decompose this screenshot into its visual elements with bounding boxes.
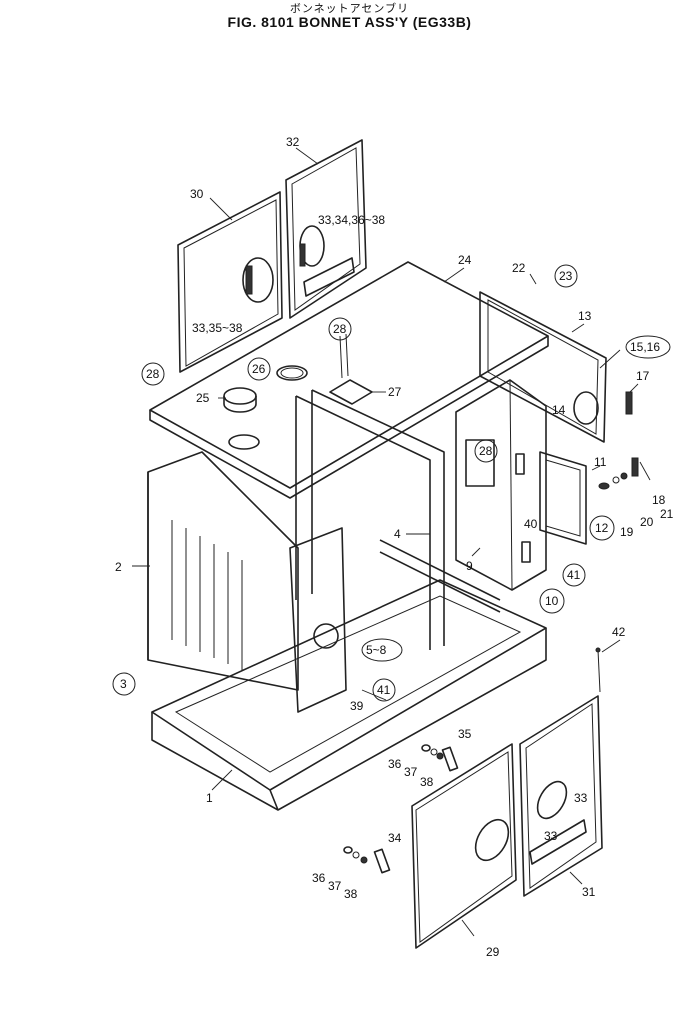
figure-title: FIG. 8101 BONNET ASS'Y (EG33B) [227, 14, 472, 30]
callout-13: 13 [578, 309, 592, 323]
callout-12: 12 [595, 521, 609, 535]
callout-37-upper: 37 [404, 765, 418, 779]
callout-1: 1 [206, 791, 213, 805]
callout-33-upper: 33 [574, 791, 588, 805]
callout-29: 29 [486, 945, 500, 959]
inner-panel [289, 527, 347, 713]
callout-15-16: 15,16 [630, 340, 660, 354]
callout-22: 22 [512, 261, 526, 275]
panel-13 [479, 291, 607, 443]
latch-hardware [343, 744, 459, 874]
callout-32: 32 [286, 135, 300, 149]
callout-39: 39 [350, 699, 364, 713]
callout-31: 31 [582, 885, 596, 899]
callout-28-center: 28 [333, 322, 347, 336]
cap-25 [223, 387, 257, 413]
callout-4: 4 [394, 527, 401, 541]
hardware-19-21 [598, 457, 639, 490]
callout-38-lower: 38 [344, 887, 358, 901]
callout-2: 2 [115, 560, 122, 574]
callout-23: 23 [559, 269, 573, 283]
callout-19: 19 [620, 525, 634, 539]
callout-21: 21 [660, 507, 674, 521]
callout-38-upper: 38 [420, 775, 434, 789]
callout-17: 17 [636, 369, 650, 383]
callout-41-right: 41 [567, 568, 581, 582]
callout-37-lower: 37 [328, 879, 342, 893]
callout-41-left: 41 [377, 683, 391, 697]
callout-9: 9 [466, 559, 473, 573]
figure-subtitle: ボンネットアセンブリ [289, 2, 410, 15]
door-31 [519, 695, 603, 897]
leader-lines [132, 147, 651, 937]
door-29 [411, 743, 517, 949]
callout-25: 25 [196, 391, 210, 405]
callout-28-left: 28 [146, 367, 160, 381]
callout-33-34-36-38: 33,34,36~38 [318, 213, 385, 227]
callout-18: 18 [652, 493, 666, 507]
side-panel-2 [147, 451, 299, 691]
callout-24: 24 [458, 253, 472, 267]
callout-42: 42 [612, 625, 626, 639]
callout-20: 20 [640, 515, 654, 529]
callout-11: 11 [594, 455, 607, 469]
base-frame-1 [151, 579, 547, 811]
callout-14: 14 [552, 403, 566, 417]
callout-40: 40 [524, 517, 538, 531]
callout-3: 3 [120, 677, 127, 691]
door-panel-32 [285, 139, 367, 319]
callout-26: 26 [252, 362, 266, 376]
callout-28-right: 28 [479, 444, 493, 458]
callout-35: 35 [458, 727, 472, 741]
side-assembly-10 [455, 379, 547, 591]
bracket-27 [329, 333, 373, 405]
top-cover-24 [149, 261, 549, 499]
callout-33-lower: 33 [544, 829, 558, 843]
frame-4 [295, 389, 501, 650]
callout-5-8: 5~8 [366, 643, 387, 657]
door-11 [539, 451, 587, 545]
callout-33-35-38: 33,35~38 [192, 321, 243, 335]
callout-30: 30 [190, 187, 204, 201]
door-panel-30 [177, 191, 283, 373]
pin-42 [595, 647, 601, 693]
callout-36-lower: 36 [312, 871, 326, 885]
callout-34: 34 [388, 831, 402, 845]
callout-10: 10 [545, 594, 559, 608]
callout-36-upper: 36 [388, 757, 402, 771]
latch-17 [625, 391, 633, 415]
callout-labels: 1 2 3 4 5~8 9 10 11 12 13 14 15,16 17 18… [112, 135, 674, 959]
callout-27: 27 [388, 385, 402, 399]
